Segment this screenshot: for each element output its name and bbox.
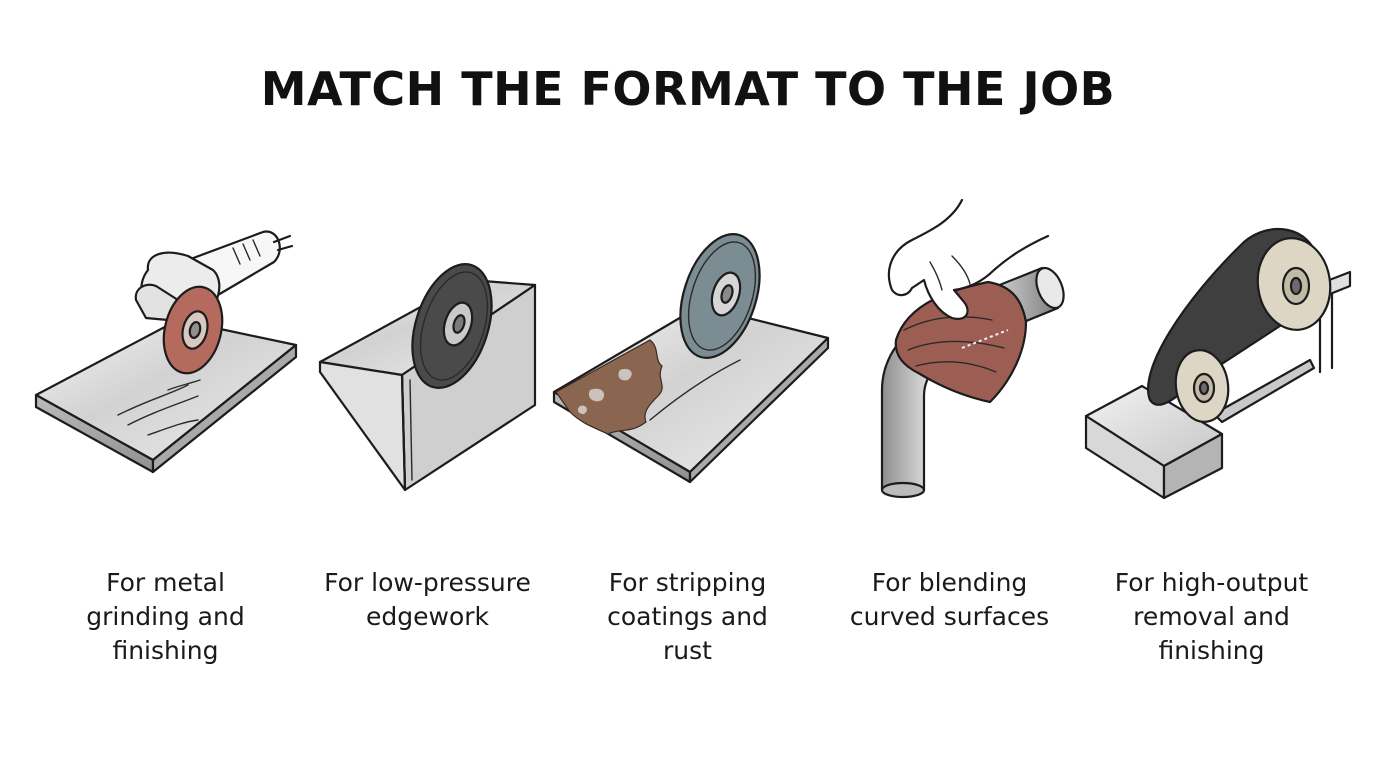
caption-edgework: For low-pressure edgework (324, 568, 531, 631)
caption-blending: For blending curved surfaces (849, 568, 1050, 631)
hand-sanding-curved-pipe-icon (880, 198, 1065, 499)
panel-edgework (290, 190, 565, 520)
panel-blending (812, 190, 1087, 520)
caption-stripping: For stripping coatings and rust (607, 568, 768, 665)
caption-metal-grinding: For metal grinding and finishing (86, 568, 245, 665)
panel-high-output (1074, 190, 1352, 520)
wheel-on-metal-edge-icon (318, 263, 537, 492)
belt-sander-on-block-icon (1084, 228, 1352, 500)
caption-high-output: For high-output removal and finishing (1114, 568, 1309, 665)
angle-grinder-on-metal-plate-icon (34, 230, 298, 474)
wheel-stripping-rusty-plate-icon (552, 233, 830, 484)
page-title: MATCH THE FORMAT TO THE JOB (260, 62, 1116, 116)
panel-stripping (550, 190, 830, 520)
panel-metal-grinding (28, 190, 303, 520)
